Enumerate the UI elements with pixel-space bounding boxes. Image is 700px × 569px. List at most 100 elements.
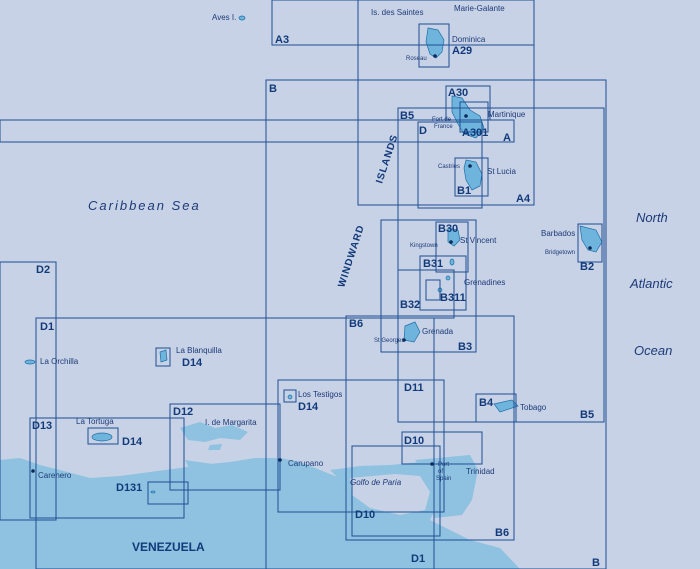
- roseau-dot: [433, 54, 437, 58]
- aves-label: Aves I.: [212, 13, 236, 22]
- frame-D10-bottom[interactable]: [351, 445, 441, 537]
- chart-code-D1-bottom[interactable]: D1: [411, 553, 425, 565]
- chart-code-D2[interactable]: D2: [36, 264, 50, 276]
- frame-A30[interactable]: [445, 85, 491, 121]
- chart-code-A30[interactable]: A30: [448, 87, 468, 99]
- frame-B1[interactable]: [454, 157, 489, 197]
- coche-island: [208, 444, 222, 450]
- carenero-dot: [31, 469, 35, 473]
- chart-code-B30[interactable]: B30: [438, 223, 458, 235]
- port-of-spain-label-1: Port: [438, 462, 449, 468]
- frame-B3[interactable]: [380, 219, 477, 353]
- chart-code-A3[interactable]: A3: [275, 34, 289, 46]
- la-blanquilla-label: La Blanquilla: [176, 346, 222, 355]
- margarita-island: [180, 422, 248, 442]
- fort-de-france-label-1: Fort de: [432, 117, 452, 123]
- la-blanquilla-island: [159, 349, 168, 363]
- st-lucia-label: St Lucia: [487, 167, 516, 176]
- frame-D131[interactable]: [147, 481, 189, 505]
- chart-code-D13[interactable]: D13: [32, 420, 52, 432]
- kingstown-dot: [449, 240, 453, 244]
- frame-D13[interactable]: [29, 417, 185, 519]
- frame-D2[interactable]: [0, 261, 57, 521]
- carupano-label: Carupano: [288, 459, 324, 468]
- frame-D1[interactable]: [35, 317, 435, 569]
- chart-code-D10[interactable]: D10: [404, 435, 424, 447]
- chart-code-B311[interactable]: B311: [440, 292, 466, 304]
- chart-code-B5-bottom[interactable]: B5: [580, 409, 594, 421]
- tobago-island: [493, 399, 519, 413]
- frame-A301[interactable]: [459, 101, 489, 133]
- chart-code-B2[interactable]: B2: [580, 261, 594, 273]
- frame-B2[interactable]: [577, 223, 603, 263]
- chart-code-D14-testigos[interactable]: D14: [298, 401, 319, 413]
- chart-code-A4[interactable]: A4: [516, 193, 531, 205]
- chart-code-A301[interactable]: A301: [462, 127, 488, 139]
- frame-A[interactable]: [0, 119, 515, 143]
- barbados-island: [579, 225, 603, 253]
- chart-code-A29[interactable]: A29: [452, 45, 472, 57]
- chart-code-D131[interactable]: D131: [116, 482, 142, 494]
- chart-code-D12[interactable]: D12: [173, 406, 193, 418]
- chart-frames: [0, 0, 607, 569]
- chart-code-D11[interactable]: D11: [404, 382, 424, 394]
- frame-B6[interactable]: [345, 315, 515, 541]
- chart-code-B1[interactable]: B1: [457, 185, 471, 197]
- carenero-islet: [150, 490, 156, 494]
- chart-code-D14-tortuga[interactable]: D14: [122, 436, 143, 448]
- frame-A4[interactable]: [357, 0, 535, 206]
- grenada-island: [403, 321, 421, 343]
- los-testigos-label: Los Testigos: [298, 390, 342, 399]
- frame-B[interactable]: [265, 79, 607, 569]
- chart-code-B[interactable]: B: [269, 83, 277, 95]
- martinique-label: Martinique: [488, 110, 526, 119]
- port-of-spain-label-2: of: [438, 469, 443, 475]
- chart-code-B6[interactable]: B6: [349, 318, 363, 330]
- chart-code-B-bottom[interactable]: B: [592, 557, 600, 569]
- frame-D14-testigos[interactable]: [283, 389, 297, 403]
- chart-code-D10-bottom[interactable]: D10: [355, 509, 375, 521]
- aves-island: [238, 15, 246, 21]
- chart-code-B32[interactable]: B32: [400, 299, 420, 311]
- frame-D11[interactable]: [277, 379, 445, 513]
- barbados-label: Barbados: [541, 229, 575, 238]
- frame-D14-blanquilla[interactable]: [155, 347, 171, 367]
- grenadines-islet-1: [449, 258, 455, 266]
- port-of-spain-label-3: Spain: [436, 476, 451, 482]
- chart-code-B3[interactable]: B3: [458, 341, 472, 353]
- frame-D14-tortuga[interactable]: [87, 427, 119, 445]
- coast-islet: [185, 460, 240, 476]
- kingstown-label: Kingstown: [410, 243, 438, 249]
- chart-code-D-top[interactable]: D: [419, 125, 427, 137]
- trinidad-island: [415, 455, 478, 518]
- castries-dot: [468, 164, 472, 168]
- marie-galante-label: Marie-Galante: [454, 4, 505, 13]
- frame-B311[interactable]: [425, 279, 441, 301]
- chart-code-B4[interactable]: B4: [479, 397, 494, 409]
- castries-label: Castries: [438, 164, 460, 170]
- frame-B31[interactable]: [419, 255, 467, 311]
- chart-code-B31[interactable]: B31: [423, 258, 443, 270]
- st-lucia-island: [463, 159, 483, 191]
- paria-peninsula: [330, 460, 440, 480]
- frame-D-top[interactable]: [417, 121, 483, 209]
- frame-D12[interactable]: [169, 403, 281, 491]
- bridgetown-label: Bridgetown: [545, 250, 575, 256]
- st-georges-dot: [402, 338, 406, 342]
- la-orchilla-island: [24, 359, 36, 365]
- chart-code-B5[interactable]: B5: [400, 110, 414, 122]
- frame-B4[interactable]: [475, 393, 517, 423]
- north-label: North: [636, 210, 668, 225]
- bridgetown-dot: [588, 246, 592, 250]
- frame-D10-top[interactable]: [401, 431, 483, 465]
- fort-de-france-label-2: France: [434, 124, 453, 130]
- chart-code-A[interactable]: A: [503, 132, 511, 144]
- chart-code-D14-blanquilla[interactable]: D14: [182, 357, 203, 369]
- chart-code-D1[interactable]: D1: [40, 321, 54, 333]
- frame-A29[interactable]: [418, 23, 450, 68]
- ocean-label: Ocean: [634, 343, 672, 358]
- roseau-label: Roseau: [406, 56, 427, 62]
- frame-B30[interactable]: [435, 221, 469, 273]
- chart-code-B6-bottom[interactable]: B6: [495, 527, 509, 539]
